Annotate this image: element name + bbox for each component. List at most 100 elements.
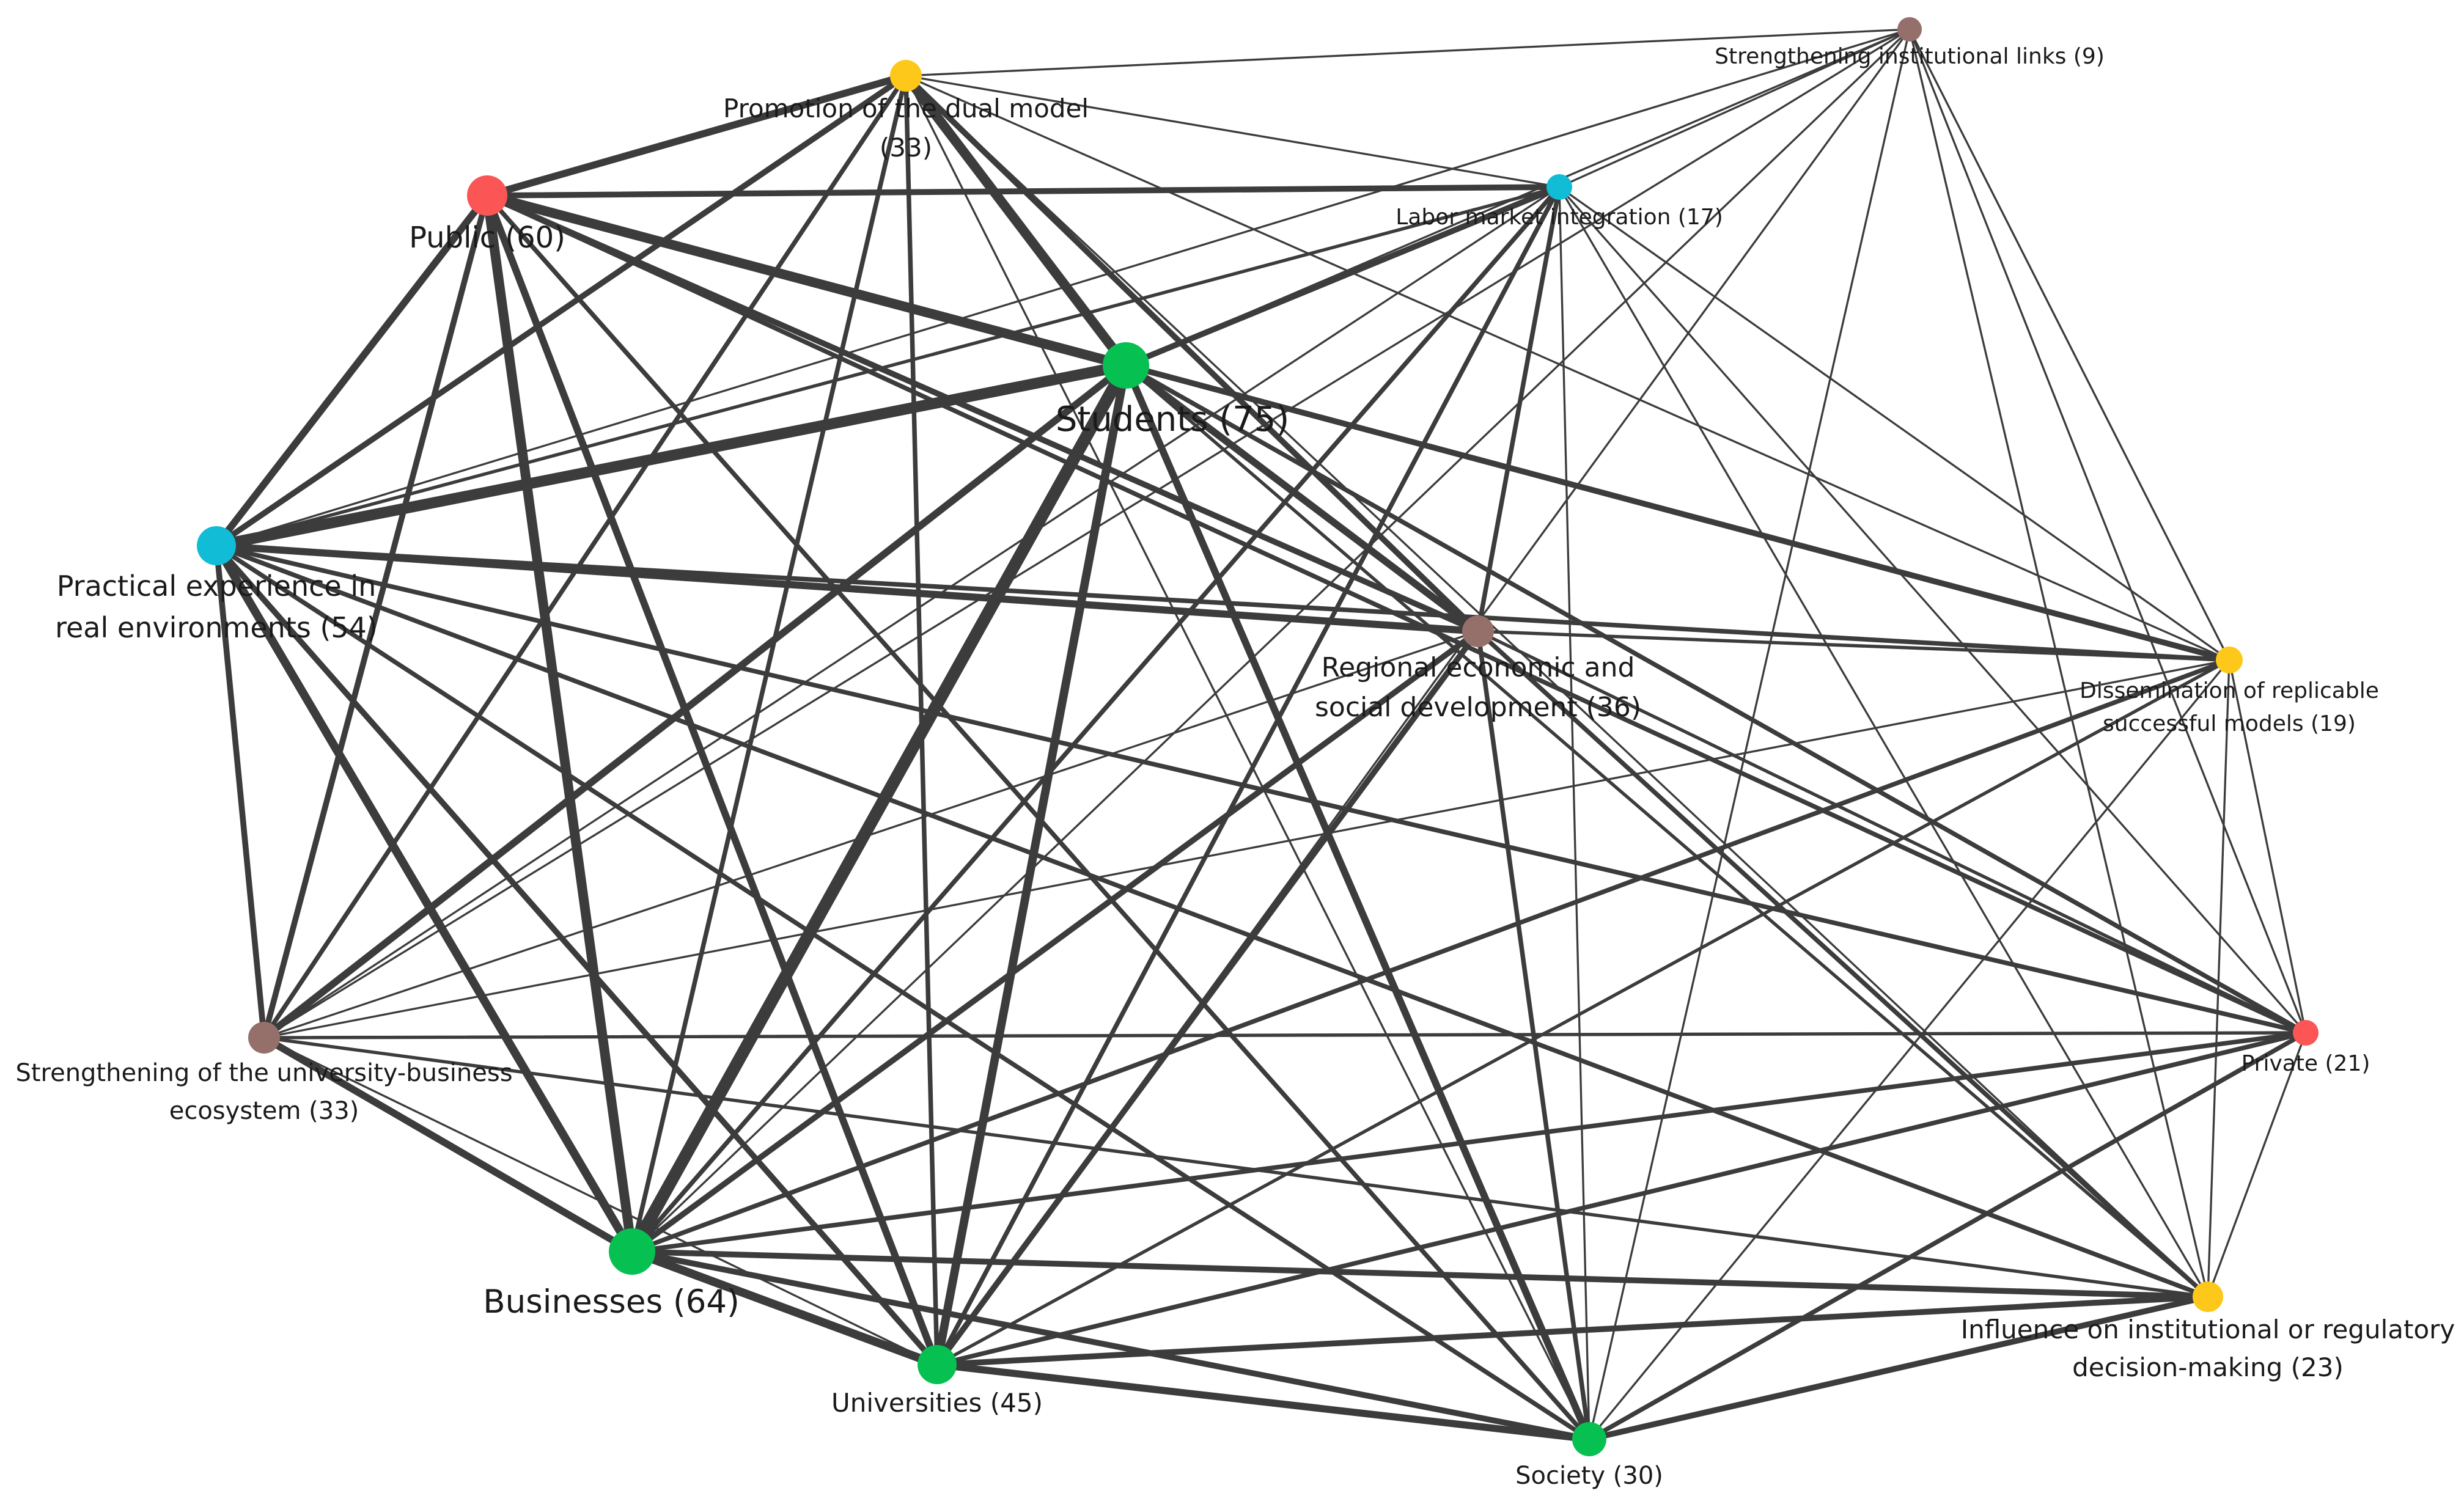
edge-universities-society	[933, 1361, 1593, 1443]
node-label-line: social development (36)	[1315, 692, 1641, 723]
edge-students-practical	[211, 360, 1131, 551]
node-students	[1103, 342, 1149, 389]
node-label-private: Private (21)	[2242, 1051, 2370, 1076]
edge-businesses-institutional	[631, 28, 1911, 1253]
node-label-line: successful models (19)	[2103, 711, 2356, 736]
edge-institutional-influence	[1908, 28, 2209, 1298]
edge-public-promotion	[484, 72, 910, 199]
edge-businesses-dissemination	[630, 658, 2232, 1254]
edge-students-universities	[933, 361, 1130, 1369]
edge-universities-labor	[935, 185, 1562, 1367]
edge-practical-institutional	[215, 28, 1911, 547]
node-label-line: Society (30)	[1515, 1462, 1663, 1490]
edge-practical-universities	[213, 543, 940, 1368]
edge-promotion-businesses	[630, 73, 908, 1254]
edge-students-society	[1122, 362, 1593, 1443]
node-label-line: Private (21)	[2242, 1051, 2370, 1076]
node-label-line: Dissemination of replicable	[2080, 678, 2379, 703]
edge-ecosystem-regional	[263, 630, 1479, 1039]
edge-society-labor	[1558, 186, 1591, 1440]
node-regional	[1462, 615, 1494, 647]
edge-labor-dissemination	[1558, 186, 2230, 661]
node-label-line: real environments (54)	[55, 611, 378, 644]
node-businesses	[609, 1228, 655, 1275]
node-label-universities: Universities (45)	[831, 1388, 1043, 1418]
node-label-practical: Practical experience in real environments…	[55, 570, 378, 644]
edge-practical-labor	[215, 185, 1561, 548]
edge-society-influence	[1586, 1294, 2211, 1442]
node-public	[467, 175, 507, 216]
edge-businesses-universities	[628, 1247, 941, 1369]
node-institutional	[1897, 17, 1922, 42]
edge-society-private	[1587, 1030, 2308, 1442]
edge-practical-businesses	[212, 541, 636, 1256]
edge-public-regional	[484, 193, 1481, 634]
edge-universities-ecosystem	[263, 1036, 938, 1366]
edge-regional-dissemination	[1476, 629, 2231, 662]
node-label-line: Strengthening of the university-business	[15, 1059, 512, 1087]
node-label-line: Universities (45)	[831, 1388, 1043, 1418]
node-label-businesses: Businesses (64)	[483, 1283, 740, 1321]
node-label-line: Labor market integration (17)	[1396, 205, 1723, 230]
node-label-students: Students (75)	[1056, 400, 1289, 439]
nodes-layer	[197, 17, 2319, 1456]
edge-students-labor	[1123, 184, 1562, 369]
edge-businesses-influence	[629, 1248, 2211, 1300]
edge-promotion-influence	[905, 75, 2209, 1298]
edge-labor-influence	[1558, 186, 2209, 1298]
node-label-line: Promotion of the dual model	[723, 94, 1089, 123]
edge-students-promotion	[901, 71, 1131, 370]
edge-students-dissemination	[1123, 362, 2232, 663]
edge-promotion-ecosystem	[262, 73, 908, 1040]
node-label-institutional: Strengthening institutional links (9)	[1715, 44, 2105, 69]
edge-society-dissemination	[1588, 659, 2230, 1440]
node-label-line: (33)	[880, 133, 932, 163]
node-label-influence: Influence on institutional or regulatory…	[1961, 1314, 2455, 1382]
edge-universities-dissemination	[935, 658, 2231, 1366]
node-label-dissemination: Dissemination of replicable successful mo…	[2080, 678, 2379, 736]
node-label-promotion: Promotion of the dual model (33)	[723, 94, 1089, 163]
node-dissemination	[2216, 647, 2243, 673]
node-labor	[1546, 174, 1572, 200]
edge-promotion-universities	[903, 73, 940, 1367]
edge-regional-private	[1476, 629, 2308, 1035]
node-label-public: Public (60)	[409, 221, 565, 255]
edge-ecosystem-dissemination	[263, 659, 2230, 1039]
edge-promotion-dissemination	[905, 75, 2230, 661]
edge-practical-regional	[213, 542, 1482, 635]
node-label-ecosystem: Strengthening of the university-business…	[15, 1059, 512, 1125]
edge-public-businesses	[482, 191, 637, 1256]
edge-promotion-institutional	[905, 28, 1911, 77]
edge-practical-dissemination	[214, 543, 2232, 662]
edge-public-universities	[484, 192, 941, 1368]
node-label-line: Influence on institutional or regulatory	[1961, 1314, 2455, 1344]
node-universities	[918, 1345, 957, 1384]
edge-ecosystem-institutional	[263, 28, 1911, 1039]
edge-promotion-regional	[903, 73, 1481, 634]
edge-universities-institutional	[936, 28, 1911, 1366]
edge-practical-influence	[214, 543, 2210, 1299]
edge-students-ecosystem	[260, 362, 1130, 1041]
edge-universities-private	[935, 1030, 2308, 1367]
node-promotion	[890, 60, 922, 92]
node-label-line: Practical experience in	[57, 570, 377, 603]
labels-layer: Students (75) Businesses (64) Public (60) P…	[15, 44, 2455, 1490]
edge-public-ecosystem	[261, 193, 490, 1041]
node-label-line: Businesses (64)	[483, 1283, 740, 1321]
edge-businesses-society	[629, 1248, 1592, 1442]
edge-students-businesses	[625, 359, 1133, 1258]
node-ecosystem	[248, 1022, 280, 1054]
edge-businesses-private	[630, 1030, 2308, 1254]
node-society	[1572, 1422, 1606, 1456]
edge-promotion-society	[905, 75, 1591, 1440]
edge-regional-labor	[1476, 185, 1562, 634]
node-label-line: Students (75)	[1056, 400, 1289, 439]
edge-businesses-labor	[630, 185, 1562, 1254]
edge-ecosystem-labor	[263, 186, 1561, 1039]
node-private	[2293, 1020, 2319, 1046]
node-label-line: Strengthening institutional links (9)	[1715, 44, 2105, 69]
edge-labor-institutional	[1558, 28, 1911, 188]
node-label-line: Public (60)	[409, 221, 565, 255]
